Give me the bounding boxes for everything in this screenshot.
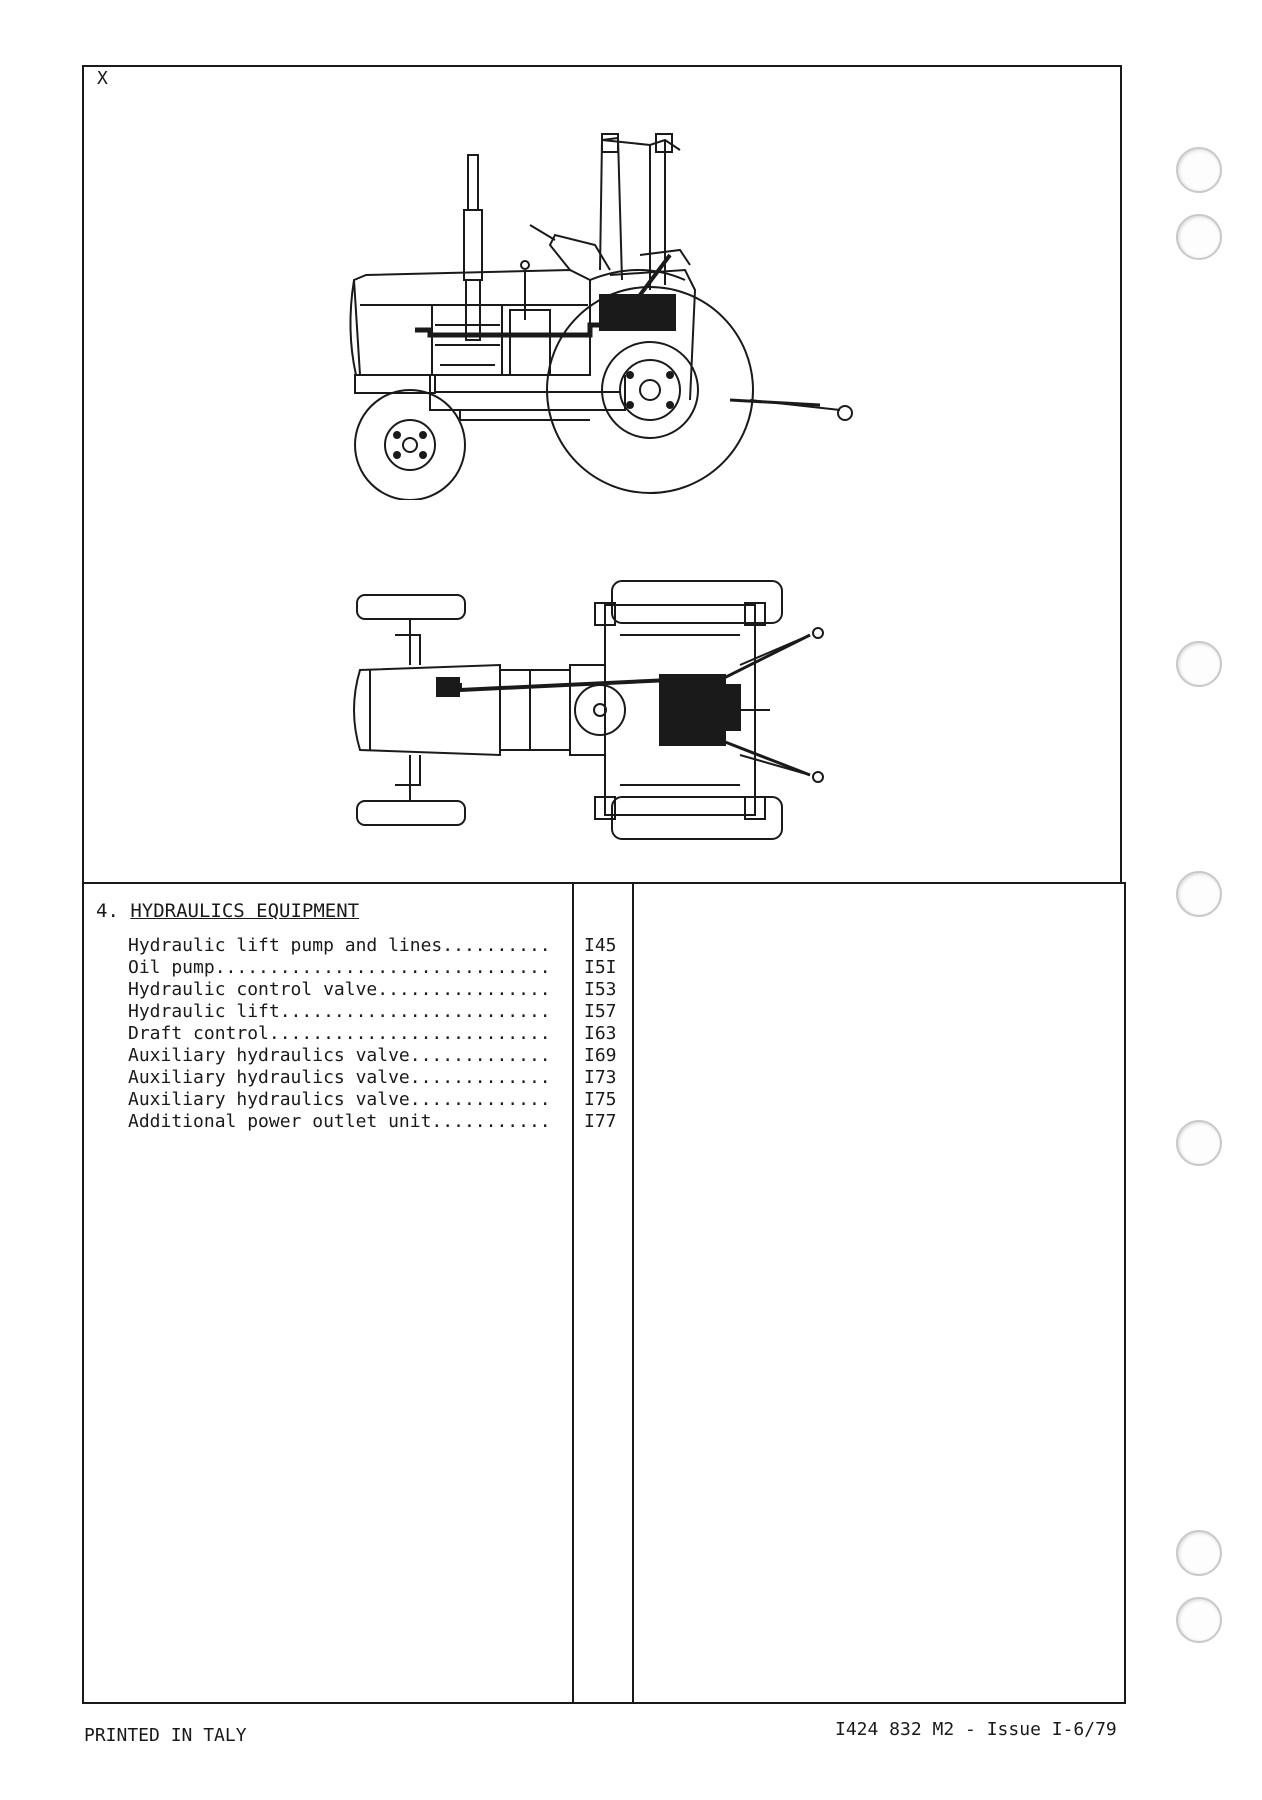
corner-mark: X: [97, 68, 108, 89]
section-heading: HYDRAULICS EQUIPMENT: [130, 900, 360, 922]
footer-part-number: I424 832 M2 - Issue I-6/79: [835, 1719, 1117, 1740]
toc-entry-page: I5I: [584, 957, 617, 978]
footer-printed: PRINTED IN TALY: [84, 1725, 247, 1746]
contents-frame: [82, 882, 1126, 1704]
binder-hole: [1176, 214, 1222, 260]
toc-entry-page: I63: [584, 1023, 617, 1044]
binder-hole: [1176, 147, 1222, 193]
section-title: 4. HYDRAULICS EQUIPMENT: [96, 900, 359, 922]
toc-entry-label: Hydraulic lift.........................: [128, 1001, 551, 1022]
toc-entry-page: I53: [584, 979, 617, 1000]
binder-hole: [1176, 1597, 1222, 1643]
binder-hole: [1176, 1530, 1222, 1576]
tractor-top-view-icon: [353, 580, 824, 840]
toc-entry-page: I57: [584, 1001, 617, 1022]
tractor-side-view-icon: [349, 133, 853, 500]
column-divider: [632, 882, 634, 1704]
binder-hole: [1176, 871, 1222, 917]
toc-entry-page: I73: [584, 1067, 617, 1088]
toc-entry-label: Auxiliary hydraulics valve.............: [128, 1067, 551, 1088]
binder-hole: [1176, 641, 1222, 687]
toc-entry-label: Auxiliary hydraulics valve.............: [128, 1089, 551, 1110]
section-number: 4.: [96, 900, 119, 922]
toc-entry-label: Additional power outlet unit...........: [128, 1111, 551, 1132]
toc-entry-label: Draft control..........................: [128, 1023, 551, 1044]
toc-entry-label: Hydraulic control valve................: [128, 979, 551, 1000]
toc-entry-label: Auxiliary hydraulics valve.............: [128, 1045, 551, 1066]
binder-hole: [1176, 1120, 1222, 1166]
toc-entry-page: I75: [584, 1089, 617, 1110]
toc-entry-label: Hydraulic lift pump and lines..........: [128, 935, 551, 956]
toc-entry-label: Oil pump...............................: [128, 957, 551, 978]
column-divider: [572, 882, 574, 1704]
toc-entry-page: I45: [584, 935, 617, 956]
toc-entry-page: I77: [584, 1111, 617, 1132]
toc-entry-page: I69: [584, 1045, 617, 1066]
